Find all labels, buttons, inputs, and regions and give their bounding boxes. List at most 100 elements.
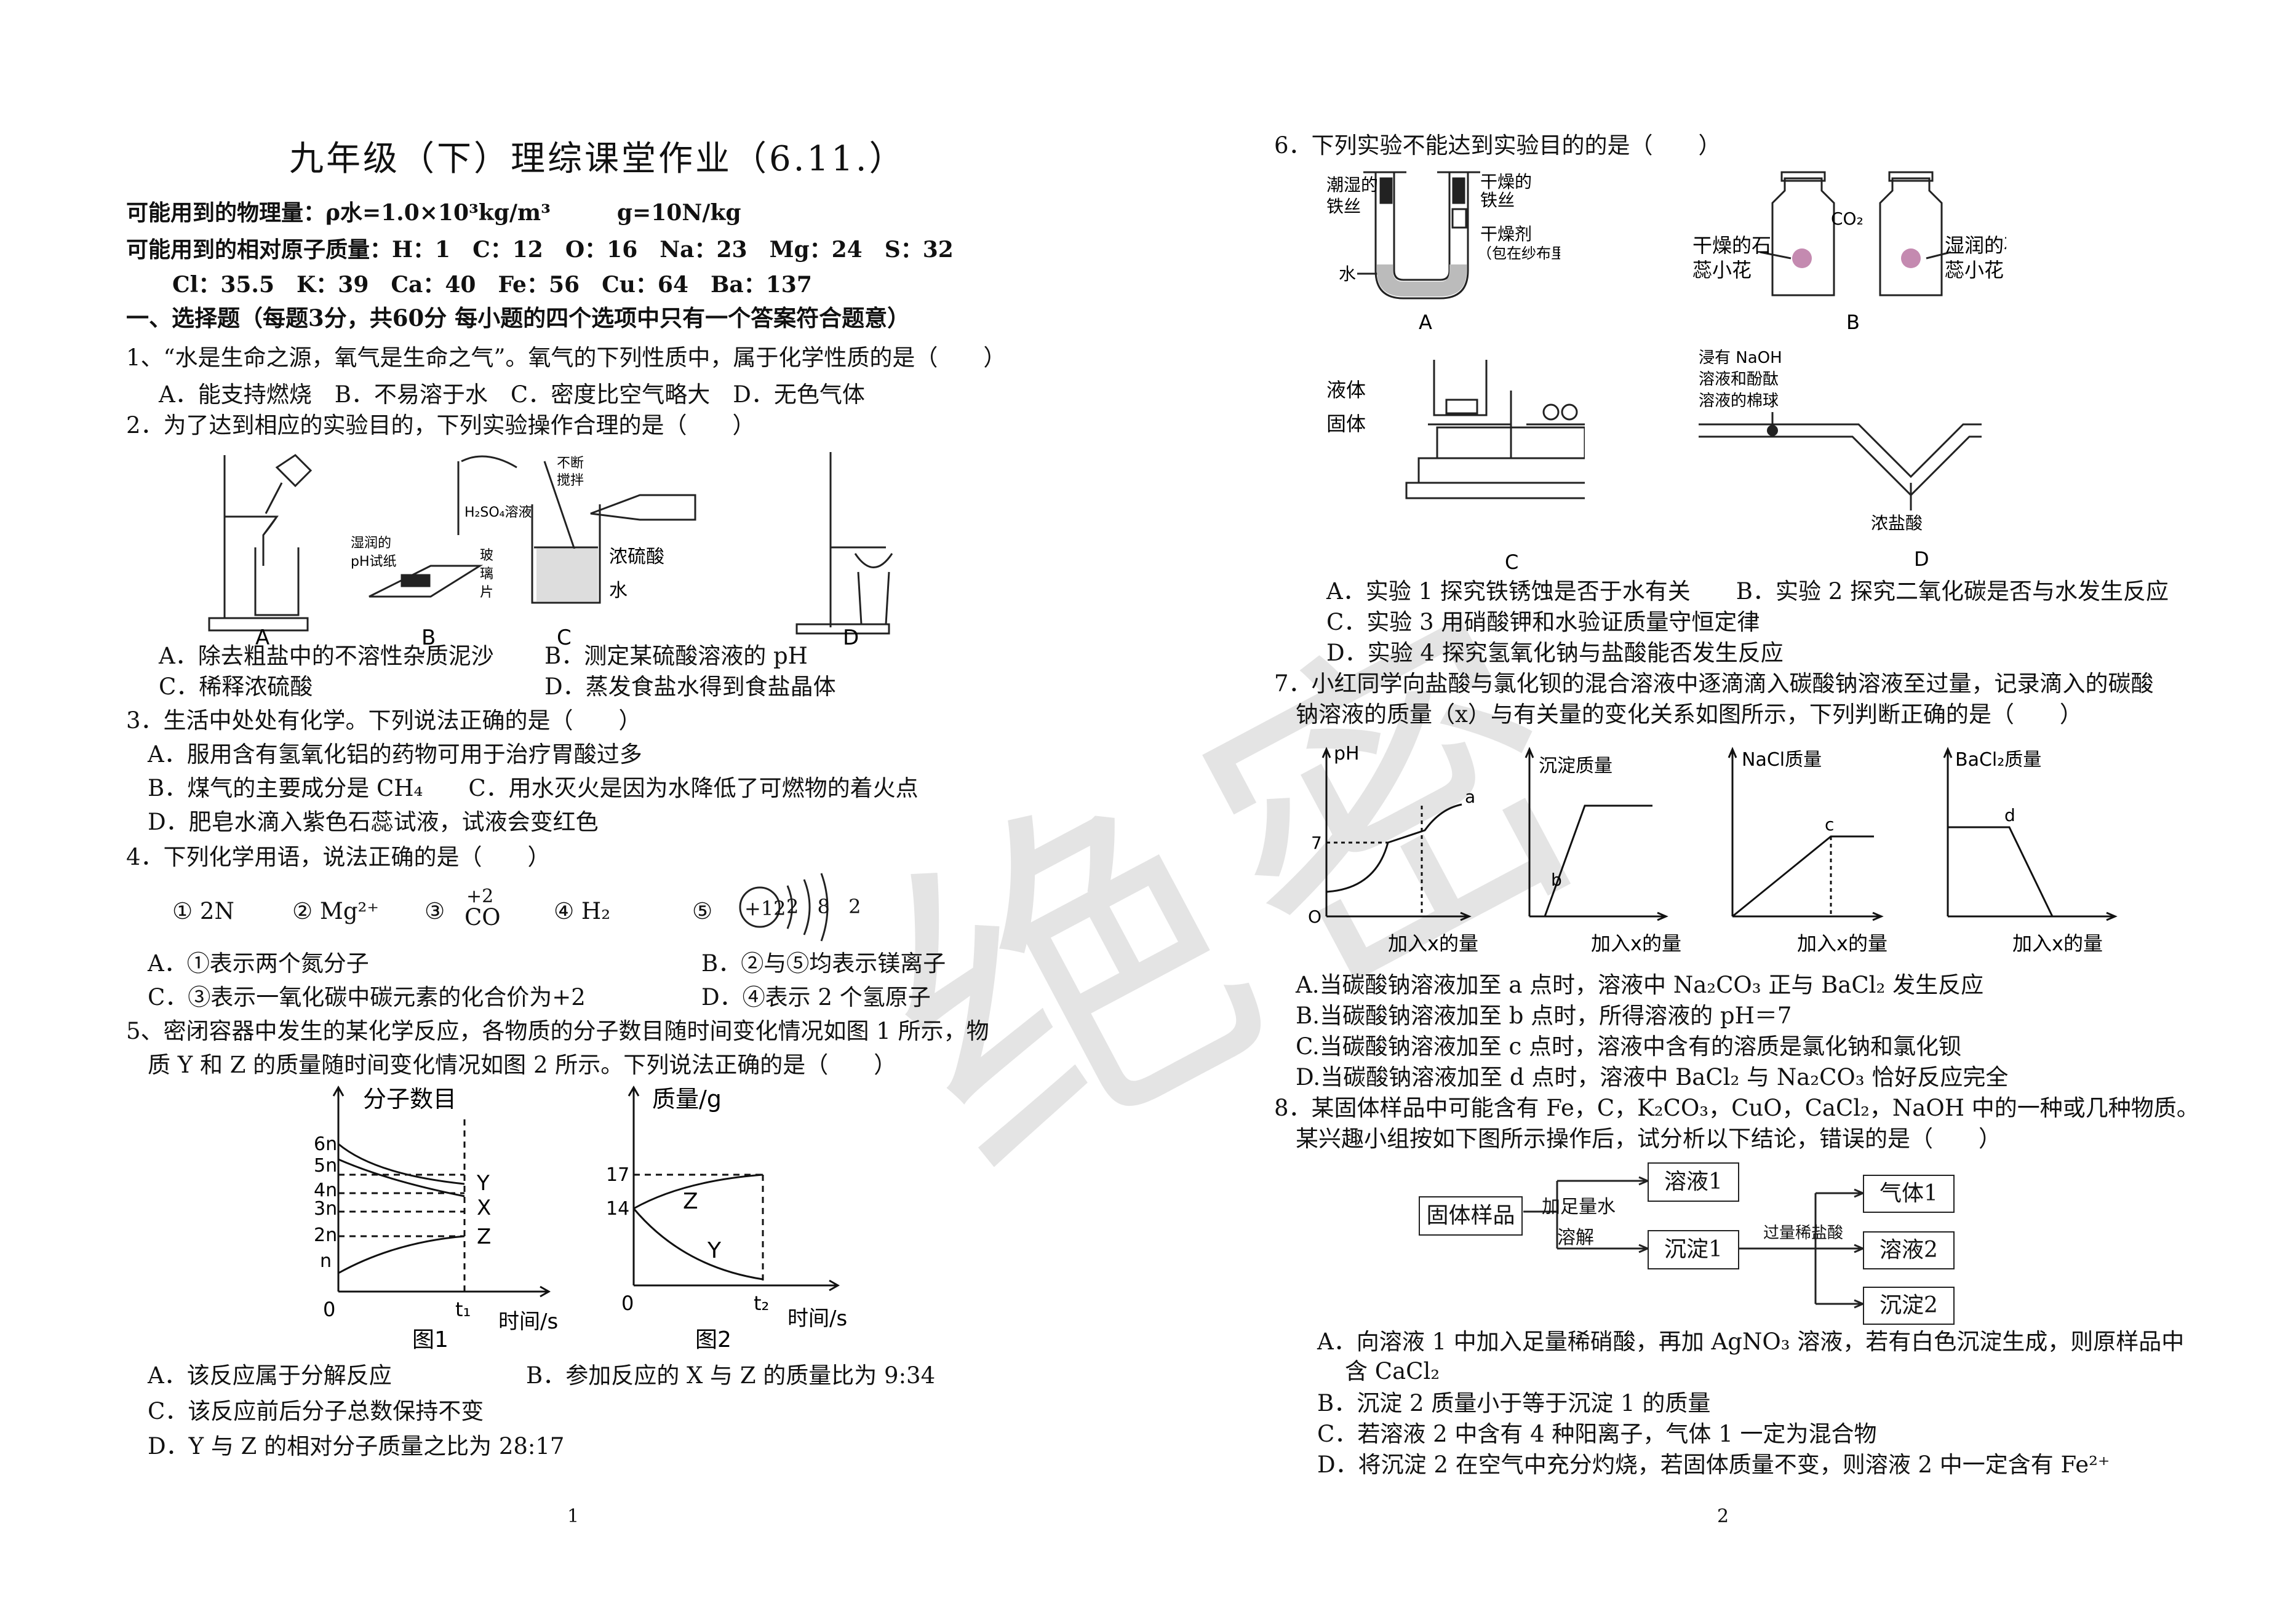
g1-ylabel: pH xyxy=(1334,743,1360,764)
co2-label: CO₂ xyxy=(1831,208,1864,229)
flow-gas-1: 气体1 xyxy=(1863,1175,1955,1213)
water-label-a: 水 xyxy=(1339,264,1356,284)
g4-point-d: d xyxy=(2004,805,2015,825)
question-6-option-d: D．实验 4 探究氢氧化钠与盐酸能否发生反应 xyxy=(1326,640,1784,666)
fig2-xlabel: 时间/s xyxy=(787,1306,847,1331)
question-1: 1、“水是生命之源，氧气是生命之气”。氧气的下列性质中，属于化学性质的是（ ） xyxy=(126,344,1006,371)
fig2-t2: t₂ xyxy=(754,1292,769,1315)
question-4: 4．下列化学用语，说法正确的是（ ） xyxy=(126,844,551,870)
naoh-label-3: 溶液的棉球 xyxy=(1699,392,1779,410)
question-5-option-a: A．该反应属于分解反应 xyxy=(148,1362,392,1389)
question-8-option-a: A．向溶液 1 中加入足量稀硝酸，再加 AgNO₃ 溶液，若有白色沉淀生成，则原… xyxy=(1317,1328,2185,1355)
fig2-origin: 0 xyxy=(621,1292,634,1315)
question-2-option-a: A．除去粗盐中的不溶性杂质泥沙 xyxy=(159,643,494,669)
flow-step-1a: 加足量水 xyxy=(1542,1196,1616,1218)
flow-precipitate-1: 沉淀1 xyxy=(1648,1230,1739,1269)
flow-solution-1: 溶液1 xyxy=(1648,1162,1739,1202)
question-7-line-2: 钠溶液的质量（x）与有关量的变化关系如图所示，下列判断正确的是（ ） xyxy=(1296,701,2083,728)
question-2-option-b: B．测定某硫酸溶液的 pH xyxy=(544,643,808,669)
page-2: 6．下列实验不能达到实验目的的是（ ） 潮湿的 铁丝 干燥的 铁丝 干燥剂 （包… xyxy=(1148,0,2296,1620)
fig1-tick-4n: 4n xyxy=(314,1180,337,1201)
glass-label-3: 片 xyxy=(480,585,493,600)
magnesium-atom-structure-diagram xyxy=(739,873,829,942)
question-7-option-c: C.当碳酸钠溶液加至 c 点时，溶液中含有的溶质是氯化钠和氯化钡 xyxy=(1296,1033,1961,1060)
flow-step-1b: 溶解 xyxy=(1557,1227,1594,1249)
exp-label-a: A xyxy=(1419,311,1432,332)
dry-flower-label-2: 蕊小花 xyxy=(1692,258,1752,282)
h2so4-label: H₂SO₄溶液 xyxy=(464,505,532,520)
hcl-label: 浓盐酸 xyxy=(1871,513,1923,533)
fig2-tick-17: 17 xyxy=(606,1164,629,1186)
desiccant-label: 干燥剂 xyxy=(1480,224,1532,244)
page-number: 2 xyxy=(1717,1506,1729,1527)
g4-ylabel: BaCl₂质量 xyxy=(1955,749,2041,771)
wet-iron-label: 潮湿的 xyxy=(1326,175,1378,195)
question-3-options-bc: B．煤气的主要成分是 CH₄ C．用水灭火是因为水降低了可燃物的着火点 xyxy=(148,775,919,801)
question-4-option-a: A．①表示两个氮分子 xyxy=(148,950,369,977)
page-1: 九年级（下）理综课堂作业（6.11.） 可能用到的物理量：ρ水=1.0×10³k… xyxy=(126,139,1006,1527)
question-7-option-a: A.当碳酸钠溶液加至 a 点时，溶液中 Na₂CO₃ 正与 BaCl₂ 发生反应 xyxy=(1296,972,1984,998)
question-8-line-2: 某兴趣小组按如下图所示操作后，试分析以下结论，错误的是（ ） xyxy=(1296,1126,2001,1152)
g4-xlabel: 加入x的量 xyxy=(2012,932,2103,955)
dry-iron-label: 干燥的 xyxy=(1480,172,1532,192)
question-3: 3．生活中处处有化学。下列说法正确的是（ ） xyxy=(126,707,642,734)
stir-label: 不断 xyxy=(557,456,584,471)
fig2-tick-14: 14 xyxy=(606,1198,629,1220)
question-4-option-d: D．④表示 2 个氢原子 xyxy=(701,984,931,1011)
fig1-tick-6n: 6n xyxy=(314,1134,337,1155)
fig1-series-x: X xyxy=(477,1196,491,1220)
question-3-option-a: A．服用含有氢氧化铝的药物可用于治疗胃酸过多 xyxy=(148,741,642,768)
experiment-3-balance-figure: 液体 固体 C xyxy=(1326,360,1585,574)
flow-solid-sample: 固体样品 xyxy=(1419,1196,1523,1236)
question-7: 7．小红同学向盐酸与氯化钡的混合溶液中逐滴滴入碳酸钠溶液至过量，记录滴入的碳酸 xyxy=(1274,670,2154,697)
q4-item-4: ④ H₂ xyxy=(554,898,611,924)
dry-flower-label: 干燥的石 xyxy=(1692,234,1771,257)
flow-precipitate-2: 沉淀2 xyxy=(1863,1287,1955,1325)
wet-iron-label-2: 铁丝 xyxy=(1326,196,1361,216)
question-5-option-b: B．参加反应的 X 与 Z 的质量比为 9:34 xyxy=(526,1362,936,1389)
question-2-apparatus-figure: A B C D 湿润的 pH试纸 H₂SO₄溶液 玻 璃 片 不断 搅拌 浓硫酸… xyxy=(208,452,893,646)
question-8-option-c: C．若溶液 2 中含有 4 种阳离子，气体 1 一定为混合物 xyxy=(1317,1421,1877,1447)
question-6: 6．下列实验不能达到实验目的的是（ ） xyxy=(1274,132,1721,159)
g3-ylabel: NaCl质量 xyxy=(1742,749,1822,771)
question-3-option-d: D．肥皂水滴入紫色石蕊试液，试液会变红色 xyxy=(148,809,599,835)
question-2-option-d: D．蒸发食盐水得到食盐晶体 xyxy=(544,673,836,700)
wet-flower-label: 湿润的石 xyxy=(1945,234,2006,257)
fig1-tick-n: n xyxy=(320,1250,332,1272)
fig1-series-z: Z xyxy=(477,1225,491,1249)
question-5: 5、密闭容器中发生的某化学反应，各物质的分子数目随时间变化情况如图 1 所示，物 xyxy=(126,1018,989,1044)
q4-item-3: ③ xyxy=(425,898,445,924)
g1-point-a: a xyxy=(1465,787,1475,807)
fig2-ylabel: 质量/g xyxy=(652,1086,722,1113)
fig1-tick-5n: 5n xyxy=(314,1155,337,1177)
fig1-xlabel: 时间/s xyxy=(498,1309,558,1334)
glass-label: 玻 xyxy=(480,548,493,563)
g3-xlabel: 加入x的量 xyxy=(1797,932,1887,955)
question-8-flowchart-lines xyxy=(1523,1176,1865,1309)
fig1-tick-3n: 3n xyxy=(314,1198,337,1220)
q4-item-1: ① 2N xyxy=(172,898,234,924)
solid-label: 固体 xyxy=(1326,412,1366,435)
g2-point-b: b xyxy=(1551,870,1562,890)
question-8: 8．某固体样品中可能含有 Fe，C，K₂CO₃，CuO，CaCl₂，NaOH 中… xyxy=(1274,1095,2199,1121)
figure-1-molecule-count-graph: 分子数目 6n 5n 4n 3n 2n n Y X Z 0 t₁ 时间/s 图1 xyxy=(314,1085,558,1352)
stir-label-2: 搅拌 xyxy=(557,473,584,488)
question-8-option-d: D．将沉淀 2 在空气中充分灼烧，若固体质量不变，则溶液 2 中一定含有 Fe²… xyxy=(1317,1451,2110,1478)
g2-ylabel: 沉淀质量 xyxy=(1539,755,1612,777)
fig-label-d: D xyxy=(843,625,859,646)
fig-label-a: A xyxy=(255,625,269,646)
question-2: 2．为了达到相应的实验目的，下列实验操作合理的是（ ） xyxy=(126,412,755,439)
question-7-option-d: D.当碳酸钠溶液加至 d 点时，溶液中 BaCl₂ 与 Na₂CO₃ 恰好反应完… xyxy=(1296,1064,2009,1090)
desiccant-label-2: （包在纱布里） xyxy=(1477,245,1560,262)
atomic-masses-line-1: 可能用到的相对原子质量：H：1 C：12 O：16 Na：23 Mg：24 S：… xyxy=(126,237,954,263)
naoh-label-1: 浸有 NaOH xyxy=(1699,349,1782,367)
fig1-origin: 0 xyxy=(323,1298,335,1321)
question-5-option-d: D．Y 与 Z 的相对分子质量之比为 28:17 xyxy=(148,1433,565,1459)
g1-tick-7: 7 xyxy=(1311,833,1322,853)
question-7-graphs: pH 7 a O 加入x的量 沉淀质量 b 加入x的量 NaCl质量 c 加入x… xyxy=(1308,743,2118,955)
flow-solution-2: 溶液2 xyxy=(1863,1231,1955,1269)
liquid-label: 液体 xyxy=(1326,378,1366,402)
flow-step-2: 过量稀盐酸 xyxy=(1763,1224,1844,1242)
fig-label-b: B xyxy=(421,625,436,646)
physical-constants: 可能用到的物理量：ρ水=1.0×10³kg/m³ g=10N/kg xyxy=(126,200,741,226)
